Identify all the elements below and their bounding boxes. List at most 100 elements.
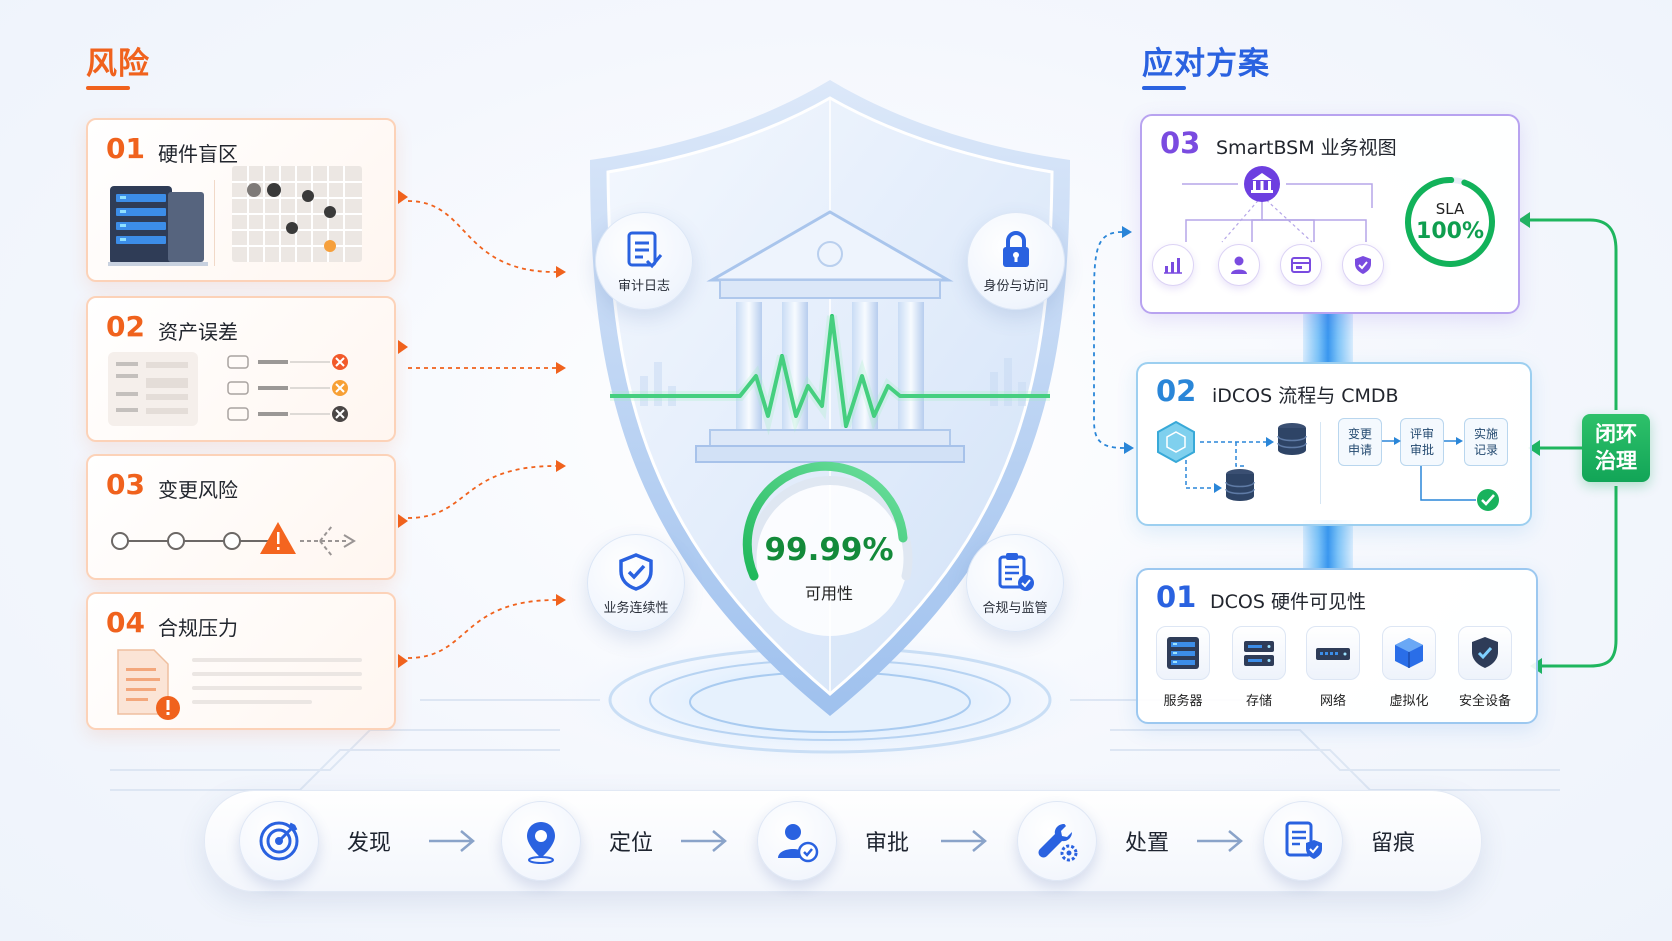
- sla-value: 100%: [1416, 219, 1484, 244]
- closed-loop-governance-badge: 闭环治理: [1582, 414, 1650, 482]
- lock-icon: [1003, 230, 1029, 267]
- server-rack-icon: [108, 186, 208, 266]
- blind-spot-grid-icon: [232, 166, 362, 262]
- plan-connector-lower: [1303, 520, 1353, 568]
- business-topology-diagram: [1182, 166, 1373, 243]
- window-icon: [1280, 244, 1322, 286]
- shield-check-icon: [1342, 244, 1384, 286]
- hardware-label: 服务器: [1163, 694, 1203, 709]
- risk-card-asset-error: 02 资产误差: [86, 296, 408, 442]
- sla-gauge: [1405, 177, 1495, 267]
- risk-card-compliance-pressure: 04 合规压力: [86, 592, 408, 730]
- plan-heading-text: 应对方案: [1142, 46, 1270, 82]
- workflow-bar: 发现 定位 审批 处置 留痕: [204, 790, 1482, 892]
- hardware-item-server: 服务器: [1152, 626, 1214, 709]
- chart-icon: [1152, 244, 1194, 286]
- flow-step-discover: 发现: [239, 791, 391, 891]
- risk-pointer: [398, 340, 408, 354]
- plan-card-idcos: 02 iDCOS 流程与 CMDB 变更申请 评审审批: [1136, 362, 1532, 526]
- clipboard-check-icon: [998, 552, 1034, 591]
- flow-arrow-icon: [429, 830, 475, 852]
- hardware-label: 网络: [1319, 694, 1346, 709]
- user-icon: [1218, 244, 1260, 286]
- closed-loop-label: 闭环治理: [1595, 422, 1637, 473]
- plan-heading: 应对方案: [1142, 38, 1270, 90]
- process-step-label: 评审审批: [1409, 427, 1434, 457]
- feature-label: 合规与监管: [982, 600, 1048, 616]
- flow-step-label: 发现: [347, 831, 392, 856]
- database-icon: [1277, 423, 1307, 455]
- risk-title: 合规压力: [158, 616, 238, 640]
- feature-compliance-regulation: 合规与监管: [966, 534, 1064, 632]
- hardware-item-virtualization: 虚拟化: [1378, 626, 1440, 709]
- availability-value: 99.99%: [764, 532, 894, 568]
- audit-log-icon: [627, 231, 663, 268]
- shield-check-icon: [619, 552, 653, 591]
- hardware-label: 存储: [1245, 694, 1272, 709]
- asset-mismatch-rows: [227, 354, 348, 422]
- feature-label: 身份与访问: [983, 278, 1049, 294]
- risk-number: 03: [106, 468, 145, 501]
- flow-step-locate: 定位: [501, 791, 653, 891]
- risk-card-hardware-blind-spot: 01 硬件盲区: [86, 118, 408, 282]
- plan-heading-underline: [1142, 86, 1186, 90]
- risk-title: 变更风险: [158, 478, 238, 502]
- document-shield-icon: [1263, 801, 1343, 881]
- risk-heading-underline: [86, 86, 130, 90]
- flow-step-approve: 审批: [757, 791, 909, 891]
- plan-card-dcos: 01 DCOS 硬件可见性 服务器 存储 网络 虚拟化: [1136, 568, 1538, 724]
- security-shield-icon: [1458, 626, 1512, 680]
- flow-step-label: 审批: [865, 831, 910, 856]
- database-icon: [1225, 469, 1255, 501]
- flow-step-handle: 处置: [1017, 791, 1169, 891]
- hardware-label: 虚拟化: [1389, 694, 1429, 709]
- plan-card-smartbsm: 03 SmartBSM 业务视图: [1140, 114, 1520, 314]
- heartbeat-line: [610, 314, 1050, 428]
- flow-step-record: 留痕: [1263, 791, 1415, 891]
- flow-arrow-icon: [1197, 830, 1243, 852]
- feature-business-continuity: 业务连续性: [587, 534, 685, 632]
- risk-pointer: [398, 514, 408, 528]
- hardware-label: 安全设备: [1458, 694, 1511, 709]
- bank-building-icon: [695, 210, 965, 463]
- risk-card-change-risk: 03 变更风险: [86, 454, 408, 580]
- process-step-change-request: 变更申请: [1338, 418, 1382, 466]
- plan-connector-upper: [1303, 312, 1353, 362]
- flow-step-label: 留痕: [1371, 831, 1416, 856]
- card-divider: [1320, 422, 1321, 504]
- feature-audit-log: 审计日志: [595, 212, 693, 310]
- process-step-label: 变更申请: [1347, 427, 1372, 457]
- feature-label: 审计日志: [617, 278, 670, 294]
- plan-title: iDCOS 流程与 CMDB: [1212, 385, 1399, 407]
- risk-number: 02: [106, 310, 145, 343]
- wrench-gear-icon: [1017, 801, 1097, 881]
- sla-label: SLA: [1435, 200, 1465, 218]
- hardware-item-security-device: 安全设备: [1454, 626, 1516, 709]
- card-divider: [214, 180, 215, 266]
- plan-title: DCOS 硬件可见性: [1210, 591, 1366, 613]
- change-path-warning-icon: [111, 522, 356, 557]
- location-pin-icon: [501, 801, 581, 881]
- storage-icon: [1232, 626, 1286, 680]
- availability-gauge-fill: [742, 461, 908, 581]
- cube-icon: [1382, 626, 1436, 680]
- process-step-implementation-record: 实施记录: [1464, 418, 1508, 466]
- document-text-lines: [192, 658, 362, 704]
- plan-number: 03: [1160, 126, 1201, 160]
- network-switch-icon: [1306, 626, 1360, 680]
- risk-number: 01: [106, 132, 145, 165]
- plan-number: 01: [1156, 580, 1197, 614]
- flow-arrow-icon: [681, 830, 727, 852]
- risk-heading: 风险: [86, 38, 150, 90]
- plan-number: 02: [1156, 374, 1197, 408]
- availability-label: 可用性: [804, 584, 853, 603]
- risk-title: 硬件盲区: [158, 142, 238, 166]
- hardware-item-network: 网络: [1302, 626, 1364, 709]
- risk-pointer: [398, 654, 408, 668]
- feature-identity-access: 身份与访问: [967, 212, 1065, 310]
- process-step-review-approval: 评审审批: [1400, 418, 1444, 466]
- risk-heading-text: 风险: [86, 46, 150, 82]
- risk-number: 04: [106, 606, 145, 639]
- risk-pointer: [398, 190, 408, 204]
